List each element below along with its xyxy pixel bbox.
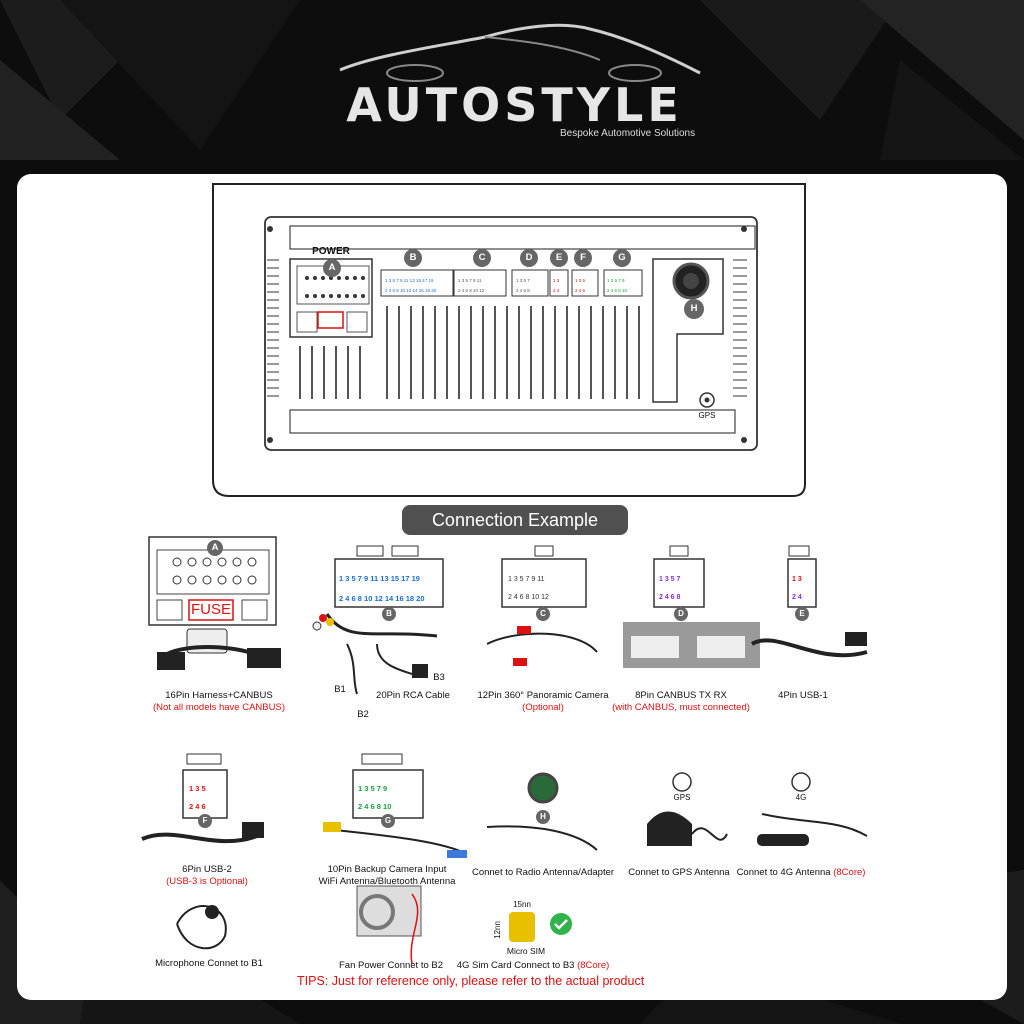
- brand-header: AUTOSTYLE Bespoke Automotive Solutions: [0, 0, 1024, 165]
- connector-G: [603, 269, 643, 297]
- svg-text:2 4 6 8: 2 4 6 8: [659, 594, 681, 601]
- caption-usb1: 4Pin USB-1: [778, 690, 828, 701]
- port-letter-b: B: [409, 252, 417, 263]
- svg-text:1 3 5 7 9: 1 3 5 7 9: [358, 784, 387, 793]
- svg-text:1 3 5 7 9: 1 3 5 7 9: [607, 278, 625, 283]
- fuse-label: FUSE: [190, 601, 232, 618]
- port-letter-e: E: [555, 252, 563, 263]
- svg-text:1 3: 1 3: [553, 278, 560, 283]
- port-letter-a: A: [328, 262, 336, 273]
- power-label: POWER: [312, 246, 350, 257]
- svg-text:2 4 6: 2 4 6: [575, 288, 586, 293]
- svg-text:1 3 5 7: 1 3 5 7: [659, 576, 681, 583]
- connector-E: [549, 269, 569, 297]
- caption-harness: 16Pin Harness+CANBUS (Not all models hav…: [153, 690, 285, 713]
- svg-text:2 4 6: 2 4 6: [189, 802, 206, 811]
- detail-letter-c: C: [540, 609, 546, 618]
- section-title: Connection Example: [402, 505, 628, 535]
- port-letter-h: H: [690, 303, 698, 314]
- caption-sim: 4G Sim Card Connect to B3 (8Core): [456, 960, 610, 971]
- connector-D: [511, 269, 549, 297]
- svg-text:1 3 5: 1 3 5: [189, 784, 206, 793]
- svg-text:2 4 6 8: 2 4 6 8: [516, 288, 530, 293]
- svg-text:2 4: 2 4: [792, 594, 802, 601]
- connector-F: [571, 269, 599, 297]
- cable-b1-label: B1: [334, 684, 346, 695]
- svg-text:2 4 6 8 10: 2 4 6 8 10: [358, 802, 391, 811]
- caption-usb2: 6Pin USB-2 (USB-3 is Optional): [166, 864, 248, 887]
- brand-tagline: Bespoke Automotive Solutions: [560, 128, 696, 139]
- svg-text:1 3 5 7: 1 3 5 7: [516, 278, 530, 283]
- port-letter-f: F: [580, 252, 586, 263]
- cable-b3-label: B3: [433, 672, 445, 683]
- detail-letter-e: E: [799, 609, 805, 618]
- cable-b2-label: B2: [357, 709, 369, 720]
- diagram-card: 1 3 5 7 9 11 13 15 17 19 2 4 6 8 10 12 1…: [17, 174, 1007, 1000]
- gps-badge: GPS: [673, 793, 691, 802]
- sim-name-label: Micro SIM: [506, 946, 546, 956]
- svg-text:1 3: 1 3: [792, 576, 802, 583]
- svg-text:2 4: 2 4: [553, 288, 560, 293]
- tips-text: TIPS: Just for reference only, please re…: [297, 974, 645, 988]
- caption-fan: Fan Power Connet to B2: [338, 960, 444, 971]
- svg-text:2 4 6 8 10 12: 2 4 6 8 10 12: [458, 288, 485, 293]
- svg-text:2 4 6 8 10: 2 4 6 8 10: [607, 288, 628, 293]
- port-letter-d: D: [525, 252, 533, 263]
- connector-B: [380, 269, 454, 297]
- caption-4g-antenna: Connet to 4G Antenna (8Core): [736, 867, 866, 878]
- sim-width-label: 15nn: [513, 900, 531, 909]
- svg-text:2 4 6 8 10 12: 2 4 6 8 10 12: [508, 594, 549, 601]
- connector-D-detail: [653, 558, 705, 608]
- car-silhouette-icon: [339, 23, 701, 82]
- caption-panoramic: 12Pin 360° Panoramic Camera (Optional): [477, 690, 609, 713]
- detail-letter-g: G: [384, 816, 392, 825]
- radio-antenna-detail: [527, 772, 559, 804]
- detail-letter-d: D: [678, 609, 684, 618]
- connector-C-detail: [501, 558, 587, 608]
- svg-text:1 3 5 7 9 11 13 15 17 19: 1 3 5 7 9 11 13 15 17 19: [339, 574, 420, 583]
- power-connector-A: [289, 258, 373, 338]
- svg-text:1 3 5 7 9 11: 1 3 5 7 9 11: [458, 278, 482, 283]
- detail-letter-b: B: [386, 609, 392, 618]
- caption-radio-antenna: Connet to Radio Antenna/Adapter: [471, 867, 615, 878]
- svg-text:1 3 5: 1 3 5: [575, 278, 586, 283]
- svg-text:2 4 6 8 10 12 14 16 18 20: 2 4 6 8 10 12 14 16 18 20: [339, 594, 425, 603]
- detail-letter-f: F: [202, 816, 208, 825]
- detail-letter-h: H: [540, 812, 546, 821]
- svg-text:2 4 6 8 10 12 14 16 18 20: 2 4 6 8 10 12 14 16 18 20: [385, 288, 437, 293]
- gps-port: [699, 392, 715, 408]
- caption-gps-antenna: Connet to GPS Antenna: [628, 867, 730, 878]
- caption-canbus: 8Pin CANBUS TX RX (with CANBUS, must con…: [612, 690, 750, 713]
- caption-backup-camera: 10Pin Backup Camera Input WiFi Antenna/B…: [318, 864, 456, 887]
- head-unit-diagram: 1 3 5 7 9 11 13 15 17 19 2 4 6 8 10 12 1…: [141, 183, 868, 965]
- detail-letter-a: A: [211, 542, 219, 553]
- gps-label: GPS: [698, 411, 716, 420]
- fourg-badge: 4G: [795, 793, 807, 802]
- connector-A-detail: [148, 536, 277, 626]
- svg-text:1 3 5 7 9 11: 1 3 5 7 9 11: [508, 576, 545, 583]
- sim-height-label: 12nn: [493, 921, 502, 939]
- svg-text:1 3 5 7 9 11 13 15 17 19: 1 3 5 7 9 11 13 15 17 19: [385, 278, 434, 283]
- brand-name: AUTOSTYLE: [346, 78, 683, 132]
- caption-microphone: Microphone Connet to B1: [155, 958, 263, 969]
- port-letter-g: G: [618, 252, 626, 263]
- caption-rca: 20Pin RCA Cable: [376, 690, 450, 701]
- port-letter-c: C: [478, 252, 486, 263]
- connector-C: [453, 269, 507, 297]
